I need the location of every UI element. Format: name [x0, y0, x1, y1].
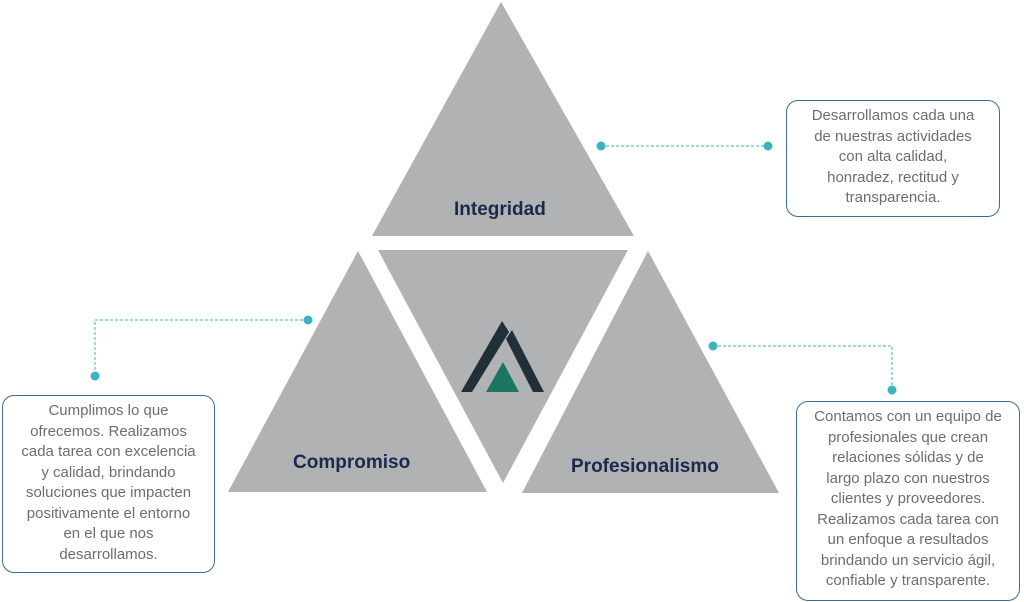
description-line: relaciones sólidas y de — [832, 449, 984, 466]
description-box-integridad: Desarrollamos cada una de nuestras activ… — [786, 100, 1000, 217]
description-line: un enfoque a resultados — [827, 531, 989, 548]
triangle-integridad — [372, 2, 634, 236]
description-line: brindando un servicio ágil, — [820, 551, 996, 569]
connector-compromiso — [90, 315, 313, 381]
description-line: largo plazo con nuestros — [826, 469, 990, 487]
description-line: Realizamos cada tarea con — [817, 510, 999, 528]
description-line: y calidad, brindando — [41, 463, 176, 481]
title-compromiso: Compromiso — [293, 452, 411, 473]
description-line: Desarrollamos cada una — [811, 107, 975, 124]
triangle-compromiso — [228, 251, 487, 492]
company-logo — [461, 321, 544, 392]
connector-profesionalismo — [708, 341, 897, 395]
title-integridad: Integridad — [454, 199, 546, 220]
description-line: confiable y transparente. — [825, 572, 991, 589]
description-line: honradez, rectitud y — [827, 168, 959, 186]
description-line: cada tarea con excelencia — [21, 443, 196, 460]
description-line: clientes y proveedores. — [830, 490, 986, 507]
description-box-compromiso: Cumplimos lo que ofrecemos. Realizamos c… — [2, 395, 215, 573]
description-line: con alta calidad, — [838, 148, 948, 165]
connector-integridad — [596, 141, 773, 151]
description-line: Cumplimos lo que — [48, 402, 169, 419]
description-line: Contamos con un equipo de — [814, 408, 1002, 425]
description-line: en el que nos — [63, 525, 154, 542]
description-line: soluciones que impacten — [25, 484, 192, 501]
description-line: profesionales que crean — [827, 428, 989, 446]
description-line: positivamente el entorno — [26, 504, 191, 522]
title-profesionalismo: Profesionalismo — [571, 456, 719, 477]
description-line: de nuestras actividades — [814, 127, 972, 145]
description-box-profesionalismo: Contamos con un equipo de profesionales … — [796, 401, 1020, 601]
description-line: ofrecemos. Realizamos — [30, 422, 187, 440]
description-line: desarrollamos. — [59, 545, 158, 563]
description-line: transparencia. — [845, 189, 941, 206]
triangle-profesionalismo — [522, 251, 779, 493]
